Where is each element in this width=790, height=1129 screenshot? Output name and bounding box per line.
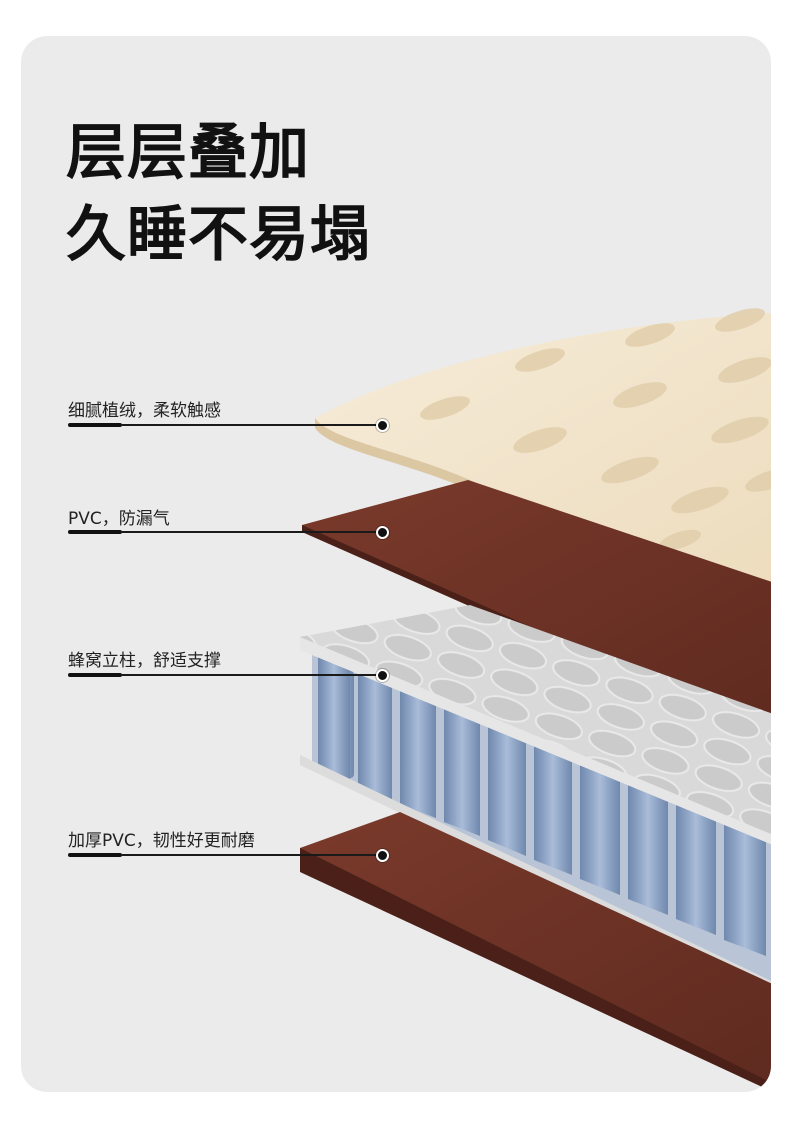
callout-dot [376,849,389,862]
callout-line [122,674,378,676]
coil-layer [300,605,771,1000]
layer-label-pvc: PVC，防漏气 [68,509,170,529]
callout-lead-mark [68,530,122,534]
headline-line-2: 久睡不易塌 [66,200,371,270]
callout-lead-mark [68,853,122,857]
callout-line [122,424,378,426]
callout-dot [376,669,389,682]
callout-lead-mark [68,423,122,427]
callout-lead-mark [68,673,122,677]
layer-label-flocked: 细腻植绒，柔软触感 [68,401,221,421]
callout-line [122,531,378,533]
bottom-pvc-layer [300,812,771,1092]
layer-label-coils: 蜂窝立柱，舒适支撑 [68,651,221,671]
callout-line [122,854,378,856]
callout-dot [376,526,389,539]
layer-label-thick-pvc: 加厚PVC，韧性好更耐磨 [68,831,255,851]
headline-line-1: 层层叠加 [66,118,310,188]
callout-dot [376,419,389,432]
